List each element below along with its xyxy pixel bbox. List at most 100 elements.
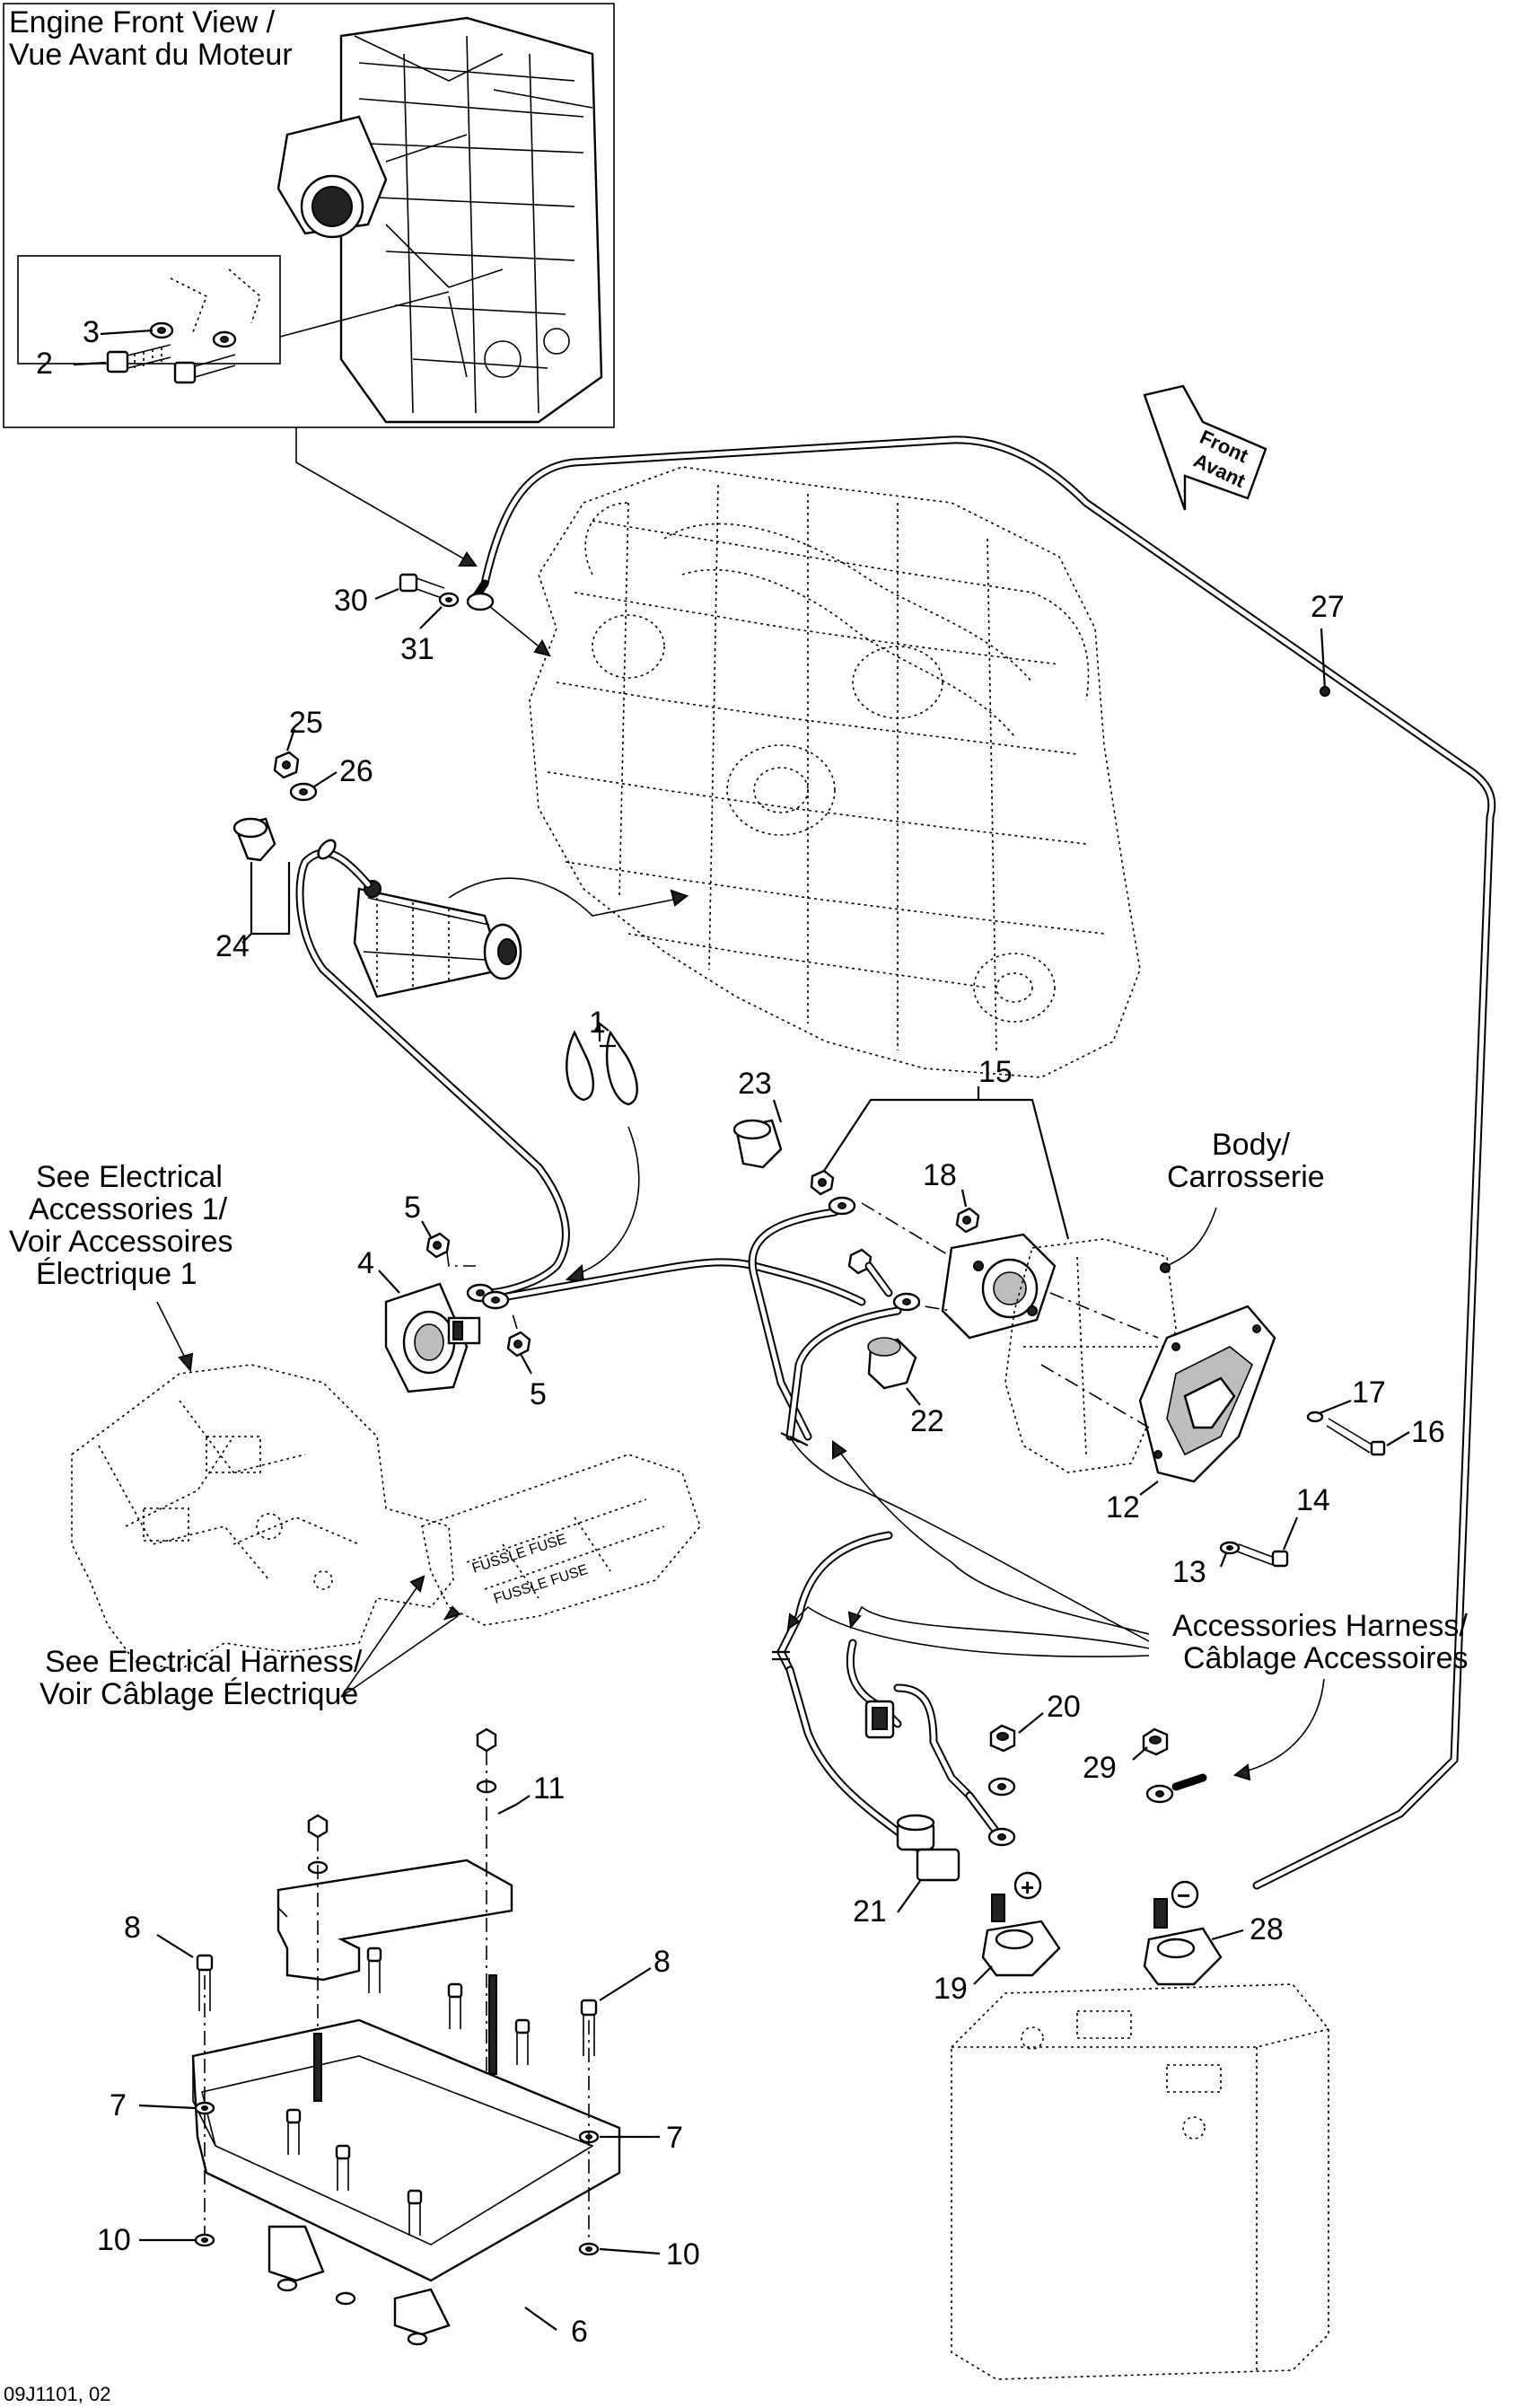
callout-7-left: 7 [110,2088,127,2122]
starter-to-engine-arrow [448,877,683,917]
front-direction-arrow: Front Avant [1143,384,1267,511]
leader-13 [1219,1552,1228,1568]
body-leader [1166,1207,1217,1267]
solenoid-cables [481,1208,902,1446]
inset-to-engine-arrow [295,427,477,567]
cable-tie-1 [566,1030,638,1106]
callout-10-right: 10 [666,2237,700,2272]
washer-17 [1306,1411,1324,1423]
leader-4 [378,1270,400,1294]
fuse-label-2: FUSSLE FUSE [492,1562,590,1607]
inset-title-line-2: Vue Avant du Moteur [9,38,293,72]
leader-10-right [599,2247,661,2255]
cable-tie-arrow [574,1126,640,1276]
leader-5-lower [520,1353,532,1375]
callout-29: 29 [1083,1751,1117,1785]
callout-30: 30 [334,584,368,618]
leader-14 [1282,1516,1299,1551]
starter-washer-26 [289,782,318,802]
screw-14 [1236,1543,1289,1568]
washer-13 [1219,1541,1241,1555]
nut-15 [810,1169,835,1196]
starter-nut-25 [273,751,300,779]
callout-6: 6 [571,2315,588,2349]
leader-19 [973,1965,993,1985]
nut-29 [1142,1727,1174,1804]
callout-22: 22 [910,1404,944,1438]
body-terminal-block [861,1202,1057,1340]
negative-sign: − [1177,1882,1190,1909]
callout-19: 19 [934,1972,968,2006]
leader-6 [524,2307,557,2331]
note-elec-acc-line-3: Voir Accessoires [9,1225,232,1259]
body-panel [1004,1238,1177,1473]
body-cable-lugs [828,1196,921,1312]
leader-5-upper [421,1220,432,1238]
terminal-protector-21 [896,1814,960,1882]
leader-18 [960,1189,968,1208]
figure-code: 09J1101, 02 [4,2383,110,2405]
leader-28 [1211,1929,1244,1941]
callout-5-upper: 5 [404,1191,421,1225]
acc-harness-arrow-5 [1238,1678,1325,1774]
acc-harness-arrow-2 [789,1436,1150,1642]
center-line-12 [1040,1292,1159,1428]
inset-detail-bolts [106,268,261,384]
ground-bolt-30 [399,573,460,608]
fuse-box: FUSSLE FUSE FUSSLE FUSE [421,1454,701,1626]
terminal-cap-22 [867,1337,917,1390]
ground-cable [466,435,1496,1890]
note-elec-harness-line-1: See Electrical Harness/ [45,1645,363,1679]
note-elec-acc-line-4: Électrique 1 [36,1257,197,1291]
note-body-line-1: Body/ [1212,1128,1290,1162]
note-body-line-2: Carrosserie [1167,1160,1325,1194]
callout-10-left: 10 [97,2223,131,2257]
callout-27: 27 [1311,590,1345,624]
callout-17: 17 [1352,1375,1386,1410]
bracket-15 [823,1098,1070,1240]
starter-motor [353,880,522,998]
tray-washers [194,1975,600,2346]
leader-8-right [599,1967,652,2001]
callout-1: 1 [589,1006,606,1040]
callout-21: 21 [853,1894,887,1929]
leader-31 [419,606,443,629]
leader-26 [313,771,338,787]
battery-holder-11 [276,1859,513,1982]
positive-cable [965,1791,1016,1847]
callout-18: 18 [923,1158,957,1192]
callout-31: 31 [400,632,434,666]
callout-20: 20 [1047,1690,1081,1724]
leader-11 [497,1804,517,1815]
screw-16 [1326,1418,1386,1456]
engine-front-view-inset: 3 2 Engine Front View / Vue Avant du Mot… [3,3,615,428]
leader-3 [100,329,153,336]
terminal-boot-23 [732,1119,783,1169]
elec-accessories-arrow [156,1301,189,1366]
callout-7-right: 7 [666,2121,683,2155]
leader-8-left [156,1934,194,1958]
fuse-label-1: FUSSLE FUSE [470,1532,568,1577]
holder-hardware [307,1727,497,2227]
tray-bolts-8 [196,1947,598,2236]
bracket-24 [250,862,291,936]
acc-harness-arrow-1 [834,1445,1150,1635]
battery-tray-6 [191,2018,621,2336]
note-elec-harness-line-2: Voir Câblage Électrique [39,1677,358,1711]
nut-18 [955,1207,980,1234]
callout-26: 26 [339,754,373,788]
callout-13: 13 [1172,1555,1206,1589]
leader-22 [906,1387,921,1406]
starter-solenoid-4 [384,1282,481,1393]
leader-27 [1320,628,1327,690]
leader-17 [1319,1399,1352,1415]
callout-3: 3 [83,315,100,349]
callout-8-left: 8 [124,1911,141,1945]
leader-29 [1132,1746,1148,1761]
note-elec-acc-line-1: See Electrical [36,1160,223,1194]
callout-25: 25 [289,706,323,740]
note-acc-harness-line-2: Câblage Accessoires [1183,1641,1469,1675]
acc-harness-arrow-4 [789,1605,1150,1657]
washer-20 [987,1777,1016,1797]
